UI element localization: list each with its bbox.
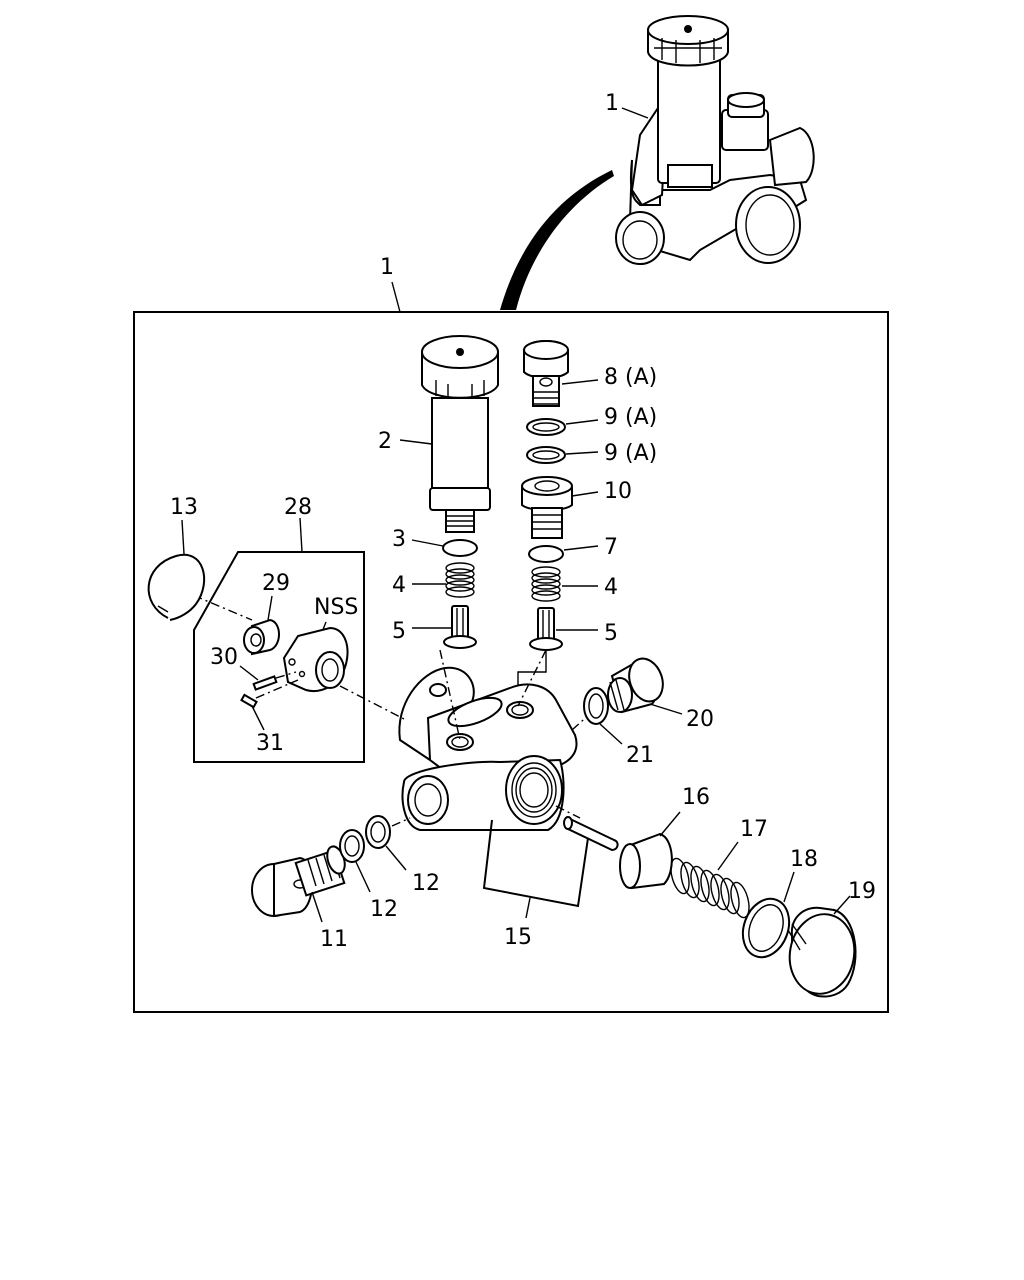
part-label-12-right: 12 <box>412 871 440 896</box>
assembled-pump-illustration: 1 <box>605 15 815 265</box>
part-label-10: 10 <box>604 479 632 504</box>
part-label-2: 2 <box>378 429 392 454</box>
part-label-9-upper: 9 (A) <box>604 405 657 430</box>
part-label-5-left: 5 <box>392 619 406 644</box>
part-5-piston-right <box>529 607 563 651</box>
part-label-1-box: 1 <box>380 255 394 280</box>
part-label-18: 18 <box>790 847 818 872</box>
part-label-17: 17 <box>740 817 768 842</box>
part-label-4-left: 4 <box>392 573 406 598</box>
part-label-19: 19 <box>848 879 876 904</box>
part-12-gasket-left <box>339 829 365 863</box>
part-label-13: 13 <box>170 495 198 520</box>
part-10-valve-holder <box>521 476 573 539</box>
part-29-bushing <box>243 618 280 656</box>
part-21-gasket <box>583 687 609 725</box>
part-20-plug <box>607 657 664 714</box>
part-label-29: 29 <box>262 571 290 596</box>
part-17-spring <box>670 857 750 919</box>
part-13-snap-ring <box>147 553 206 621</box>
part-8-eye-bolt <box>523 340 569 407</box>
part-pin-rod <box>563 816 619 852</box>
part-label-7: 7 <box>604 535 618 560</box>
part-label-12-left: 12 <box>370 897 398 922</box>
part-19-plug <box>787 906 857 998</box>
nss-housing-piece <box>282 626 349 692</box>
part-11-eye-bolt <box>251 845 346 918</box>
part-4-spring-right <box>531 566 561 602</box>
exploded-view-frame <box>133 311 889 1013</box>
part-label-11: 11 <box>320 927 348 952</box>
part-7-o-ring <box>528 545 564 563</box>
assembly-link-arrow <box>500 170 614 310</box>
part-label-5-right: 5 <box>604 621 618 646</box>
part-9-washer-upper <box>526 418 566 436</box>
part-label-4-right: 4 <box>604 575 618 600</box>
part-label-28: 28 <box>284 495 312 520</box>
part-12-gasket-right <box>365 815 391 849</box>
part-label-3: 3 <box>392 527 406 552</box>
part-label-9-lower: 9 (A) <box>604 441 657 466</box>
part-5-piston-left <box>443 605 477 649</box>
part-label-15: 15 <box>504 925 532 950</box>
part-label-1-top: 1 <box>605 91 619 116</box>
part-2-priming-pump <box>421 335 499 533</box>
part-label-nss: NSS <box>314 595 358 620</box>
part-label-20: 20 <box>686 707 714 732</box>
part-label-31: 31 <box>256 731 284 756</box>
part-label-30: 30 <box>210 645 238 670</box>
part-16-sleeve <box>619 832 673 890</box>
part-18-gasket <box>741 897 791 959</box>
part-31-screw <box>240 693 258 709</box>
part-label-16: 16 <box>682 785 710 810</box>
part-3-o-ring <box>442 539 478 557</box>
pump-housing <box>398 666 578 831</box>
part-4-spring-left <box>445 562 475 598</box>
part-15-group-bracket <box>482 819 589 908</box>
part-9-washer-lower <box>526 446 566 464</box>
part-label-8: 8 (A) <box>604 365 657 390</box>
part-28-kit-frame <box>193 551 365 763</box>
part-label-21: 21 <box>626 743 654 768</box>
part-30-pin <box>252 675 278 691</box>
